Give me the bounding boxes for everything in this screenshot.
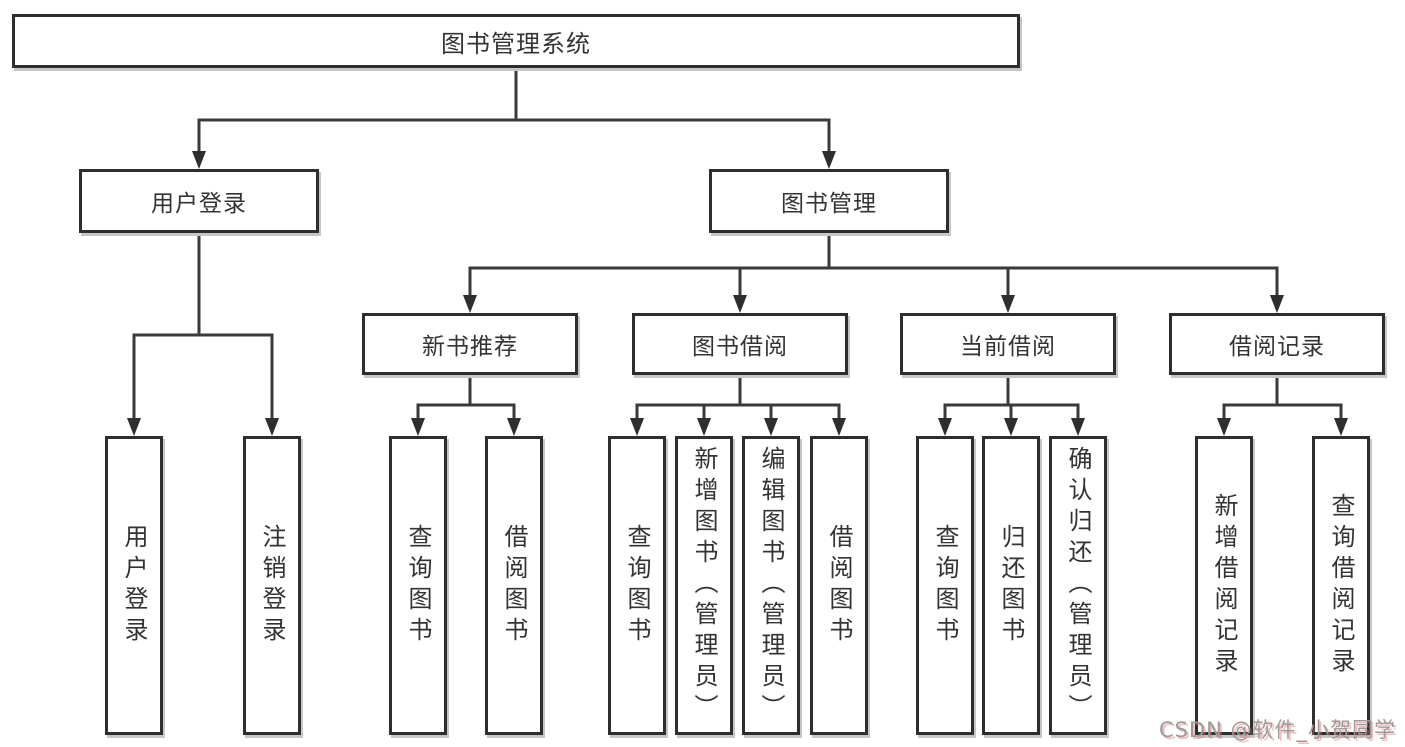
leaf-label: 查询图书 (623, 523, 651, 648)
node-borrow-records: 借阅记录 (1169, 313, 1385, 375)
leaf-edit-books-admin: 编辑图书（管理员） (742, 436, 800, 735)
leaf-query-books-borrow: 查询图书 (608, 436, 666, 735)
leaf-label: 查询借阅记录 (1327, 492, 1355, 679)
leaf-label: 新增图书（管理员） (690, 446, 718, 725)
leaf-add-borrow-record: 新增借阅记录 (1195, 436, 1253, 735)
leaf-label: 借阅图书 (825, 523, 853, 648)
leaf-logout: 注销登录 (243, 436, 301, 735)
node-book-borrow: 图书借阅 (632, 313, 848, 375)
leaf-label: 注销登录 (258, 523, 286, 648)
leaf-query-books-recommend: 查询图书 (389, 436, 447, 735)
leaf-label: 归还图书 (997, 523, 1025, 648)
csdn-watermark: CSDN @软件_小贺同学 (1158, 718, 1396, 742)
leaf-label: 查询图书 (404, 523, 432, 648)
leaf-label: 编辑图书（管理员） (757, 446, 785, 725)
leaf-query-books-current: 查询图书 (916, 436, 974, 735)
leaf-borrow-books-recommend: 借阅图书 (485, 436, 543, 735)
leaf-label: 新增借阅记录 (1210, 492, 1238, 679)
node-root-system: 图书管理系统 (12, 14, 1020, 68)
node-current-borrow: 当前借阅 (900, 313, 1116, 375)
leaf-borrow-books: 借阅图书 (810, 436, 868, 735)
leaf-label: 查询图书 (931, 523, 959, 648)
leaf-label: 借阅图书 (500, 523, 528, 648)
leaf-confirm-return-admin: 确认归还（管理员） (1049, 436, 1107, 735)
arrowhead-icons (127, 151, 1348, 436)
node-book-management-branch: 图书管理 (709, 169, 949, 233)
leaf-user-login: 用户登录 (105, 436, 163, 735)
leaf-return-books: 归还图书 (982, 436, 1040, 735)
leaf-query-borrow-record: 查询借阅记录 (1312, 436, 1370, 735)
node-user-login-branch: 用户登录 (79, 169, 319, 233)
leaf-label: 确认归还（管理员） (1064, 446, 1092, 725)
node-new-book-recommend: 新书推荐 (362, 313, 578, 375)
leaf-label: 用户登录 (120, 523, 148, 648)
leaf-add-books-admin: 新增图书（管理员） (675, 436, 733, 735)
